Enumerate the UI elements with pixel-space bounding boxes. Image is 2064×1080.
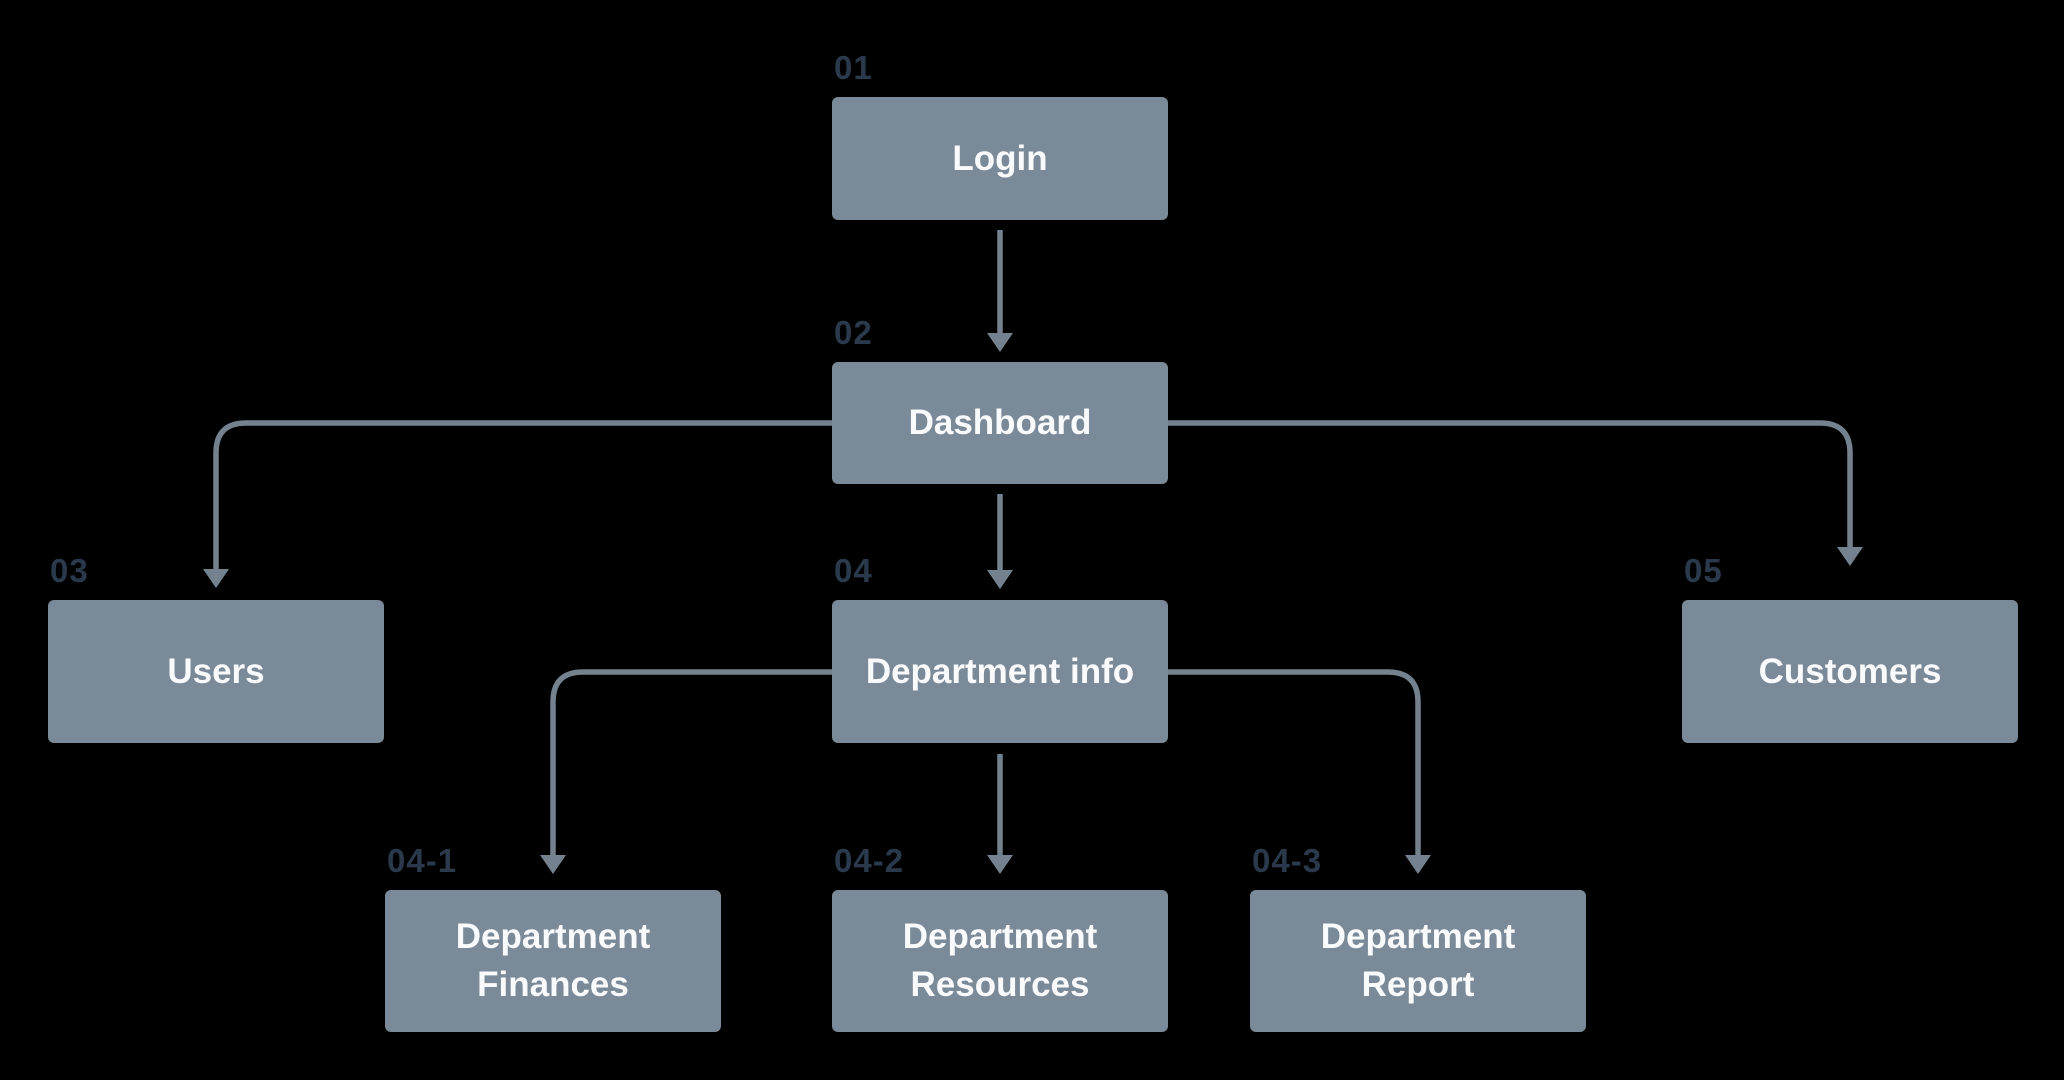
- node-login-tag: 01: [834, 49, 873, 86]
- edge-deptinfo-report: [1168, 669, 1431, 874]
- node-resources-box: Department Resources: [832, 890, 1168, 1032]
- node-resources: 04-2 Department Resources: [832, 844, 1168, 1032]
- arrow-down-icon: [203, 569, 229, 588]
- node-deptinfo-box: Department info: [832, 600, 1168, 743]
- edge-deptinfo-resources: [987, 754, 1013, 874]
- node-deptinfo-tag: 04: [834, 552, 873, 589]
- node-login: 01 Login: [832, 51, 1168, 220]
- node-finances-label: Department Finances: [455, 917, 651, 1004]
- node-report-box: Department Report: [1250, 890, 1586, 1032]
- node-login-box: Login: [832, 97, 1168, 220]
- node-customers-tag: 05: [1684, 552, 1723, 589]
- node-report-label: Department Report: [1320, 917, 1516, 1004]
- arrow-down-icon: [987, 570, 1013, 589]
- edge-dashboard-customers: [1168, 420, 1863, 566]
- node-report: 04-3 Department Report: [1250, 844, 1586, 1032]
- node-deptinfo-label: Department info: [865, 651, 1135, 691]
- node-dashboard-tag: 02: [834, 314, 873, 351]
- node-dashboard: 02 Dashboard: [832, 316, 1168, 484]
- node-login-label: Login: [952, 138, 1048, 178]
- node-finances: 04-1 Department Finances: [385, 844, 721, 1032]
- edge-login-dashboard: [987, 230, 1013, 352]
- node-finances-tag: 04-1: [387, 842, 458, 879]
- node-resources-tag: 04-2: [834, 842, 905, 879]
- edge-deptinfo-finances: [540, 669, 832, 874]
- node-deptinfo: 04 Department info: [832, 554, 1168, 743]
- arrow-down-icon: [987, 855, 1013, 874]
- node-dashboard-box: Dashboard: [832, 362, 1168, 484]
- edge-dashboard-users: [203, 420, 832, 588]
- node-dashboard-label: Dashboard: [908, 403, 1092, 442]
- node-users: 03 Users: [48, 554, 384, 743]
- node-report-tag: 04-3: [1252, 842, 1323, 879]
- node-users-box: Users: [48, 600, 384, 743]
- arrow-down-icon: [540, 855, 566, 874]
- node-resources-label: Department Resources: [902, 917, 1098, 1004]
- node-customers-box: Customers: [1682, 600, 2018, 743]
- node-finances-box: Department Finances: [385, 890, 721, 1032]
- arrow-down-icon: [1405, 855, 1431, 874]
- edge-dashboard-deptinfo: [987, 494, 1013, 589]
- node-customers: 05 Customers: [1682, 554, 2018, 743]
- arrow-down-icon: [1837, 547, 1863, 566]
- node-customers-label: Customers: [1758, 651, 1942, 691]
- arrow-down-icon: [987, 333, 1013, 352]
- node-users-label: Users: [167, 651, 265, 691]
- node-users-tag: 03: [50, 552, 89, 589]
